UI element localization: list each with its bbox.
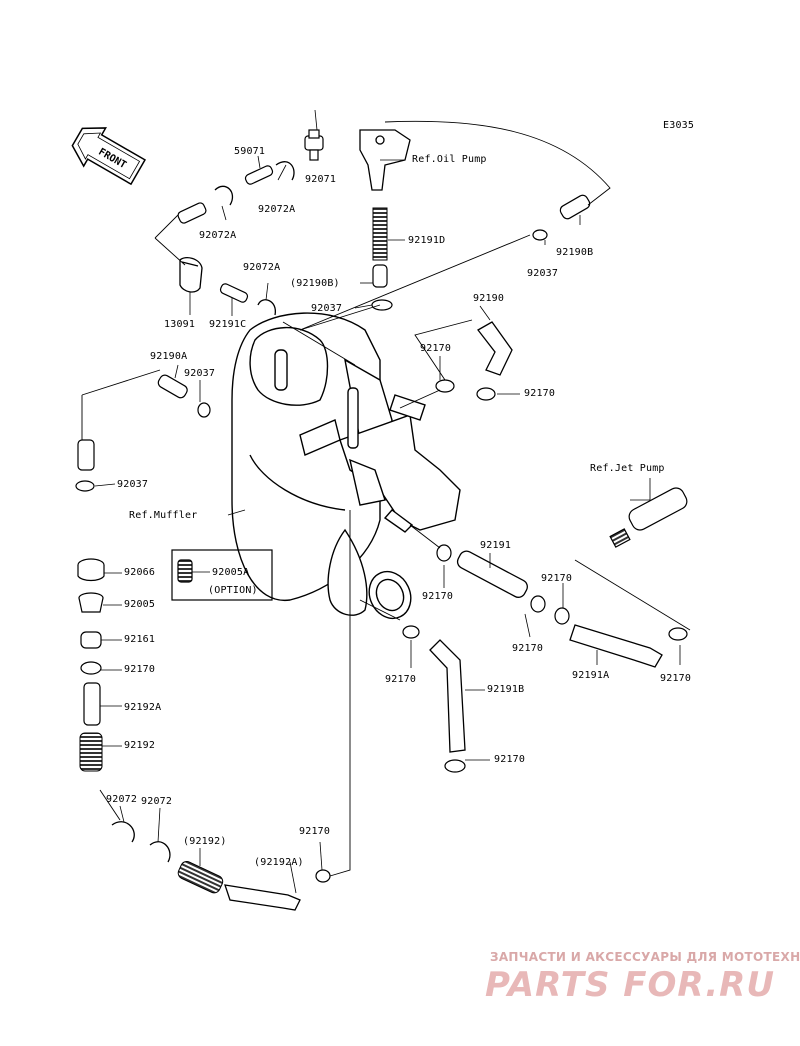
label-92192-paren: (92192): [183, 836, 227, 847]
label-ref-muffler: Ref.Muffler: [129, 510, 198, 521]
label-92170-i: 92170: [124, 664, 156, 675]
hose-92190B: [559, 194, 591, 220]
hose-92191A: [569, 624, 663, 668]
label-option: (OPTION): [208, 585, 258, 596]
label-92005: 92005: [124, 599, 156, 610]
clamp-92037-left: [197, 402, 211, 418]
label-92037-left: 92037: [184, 368, 216, 379]
label-92072A-left: 92072A: [199, 230, 237, 241]
label-92190A: 92190A: [150, 351, 188, 362]
clamp-92170-i: [80, 661, 102, 675]
label-92071: 92071: [305, 174, 337, 185]
clamp-92170-j: [315, 869, 331, 883]
label-92072A-top: 92072A: [258, 204, 296, 215]
pipe-92191C: [219, 283, 249, 303]
label-92072-b: 92072: [141, 796, 173, 807]
label-92170-b: 92170: [524, 388, 556, 399]
cap-92161: [80, 631, 102, 649]
label-92170-c: 92170: [422, 591, 454, 602]
clamp-92170-d: [530, 595, 546, 613]
clip-92072-b: [149, 841, 171, 863]
fitting-92005A: [171, 549, 273, 601]
spring-92191D: [372, 207, 388, 261]
label-92170-f: 92170: [385, 674, 417, 685]
clamp-92170-h: [444, 759, 466, 773]
clip-92072A-left: [214, 185, 234, 206]
hose-92192A: [83, 682, 101, 726]
hose-92192A-paren: [224, 884, 301, 911]
spring-92192: [79, 732, 103, 772]
label-92190: 92190: [473, 293, 505, 304]
label-92005A: 92005A: [212, 567, 250, 578]
jet-pump-fitting: [609, 487, 688, 548]
clamp-92037-right: [532, 229, 548, 241]
watermark-logo: PARTS FOR.RU: [485, 965, 775, 1005]
label-92192A-paren: (92192A): [254, 857, 304, 868]
fitting-92005: [78, 592, 104, 613]
clip-92072-a: [111, 821, 135, 843]
label-92037-low: 92037: [117, 479, 149, 490]
hose-vertical-left: [77, 439, 95, 471]
muffler-body: [231, 312, 461, 601]
fitting-92071: [304, 129, 324, 161]
label-ref-jet-pump: Ref.Jet Pump: [590, 463, 665, 474]
label-92072-a: 92072: [106, 794, 138, 805]
hose-92191: [456, 550, 528, 598]
label-92037-right: 92037: [527, 268, 559, 279]
hose-92190: [477, 321, 513, 376]
diagram-code: E3035: [663, 120, 695, 131]
label-ref-oil-pump: Ref.Oil Pump: [412, 154, 487, 165]
hose-92190B-small: [372, 264, 388, 288]
front-arrow-icon: FRONT: [71, 127, 147, 186]
label-92191A: 92191A: [572, 670, 610, 681]
spring-92192-paren: [177, 861, 224, 894]
label-92170-g: 92170: [660, 673, 692, 684]
label-92066: 92066: [124, 567, 156, 578]
label-92072A-mid: 92072A: [243, 262, 281, 273]
label-92191C: 92191C: [209, 319, 247, 330]
routing-lines: [81, 120, 691, 877]
label-59071: 59071: [234, 146, 266, 157]
clamp-92037-mid: [371, 299, 393, 311]
label-13091: 13091: [164, 319, 196, 330]
label-92190B: 92190B: [556, 247, 594, 258]
pipe-59071: [244, 165, 274, 185]
label-92191B: 92191B: [487, 684, 525, 695]
hose-92190A: [157, 374, 188, 399]
label-92170-h: 92170: [494, 754, 526, 765]
hose-short-left: [177, 202, 207, 224]
clamp-92170-c: [436, 544, 452, 562]
muffler-outlet: [327, 528, 412, 620]
label-92191: 92191: [480, 540, 512, 551]
plug-92066: [77, 558, 105, 582]
leader-lines: [94, 109, 681, 894]
watermark-tagline: ЗАПЧАСТИ И АКСЕССУАРЫ ДЛЯ МОТОТЕХНИКИ: [490, 950, 800, 964]
label-92191D: 92191D: [408, 235, 446, 246]
label-92190B-paren: (92190B): [290, 278, 340, 289]
clip-92072A-top: [275, 161, 295, 181]
label-92170-d: 92170: [512, 643, 544, 654]
part-13091: [179, 257, 203, 293]
clamp-92037-low: [75, 480, 95, 492]
label-92192: 92192: [124, 740, 156, 751]
hose-92191B: [429, 639, 466, 753]
label-92192A: 92192A: [124, 702, 162, 713]
clip-92072A-mid: [257, 299, 276, 316]
clamp-92170-b: [476, 387, 496, 401]
label-92037-mid: 92037: [311, 303, 343, 314]
clamp-92170-g: [668, 627, 688, 641]
label-92170-e: 92170: [541, 573, 573, 584]
clamp-92170-e: [554, 607, 570, 625]
label-92161: 92161: [124, 634, 156, 645]
label-92170-a: 92170: [420, 343, 452, 354]
clamp-92170-f: [402, 625, 420, 639]
label-92170-j: 92170: [299, 826, 331, 837]
